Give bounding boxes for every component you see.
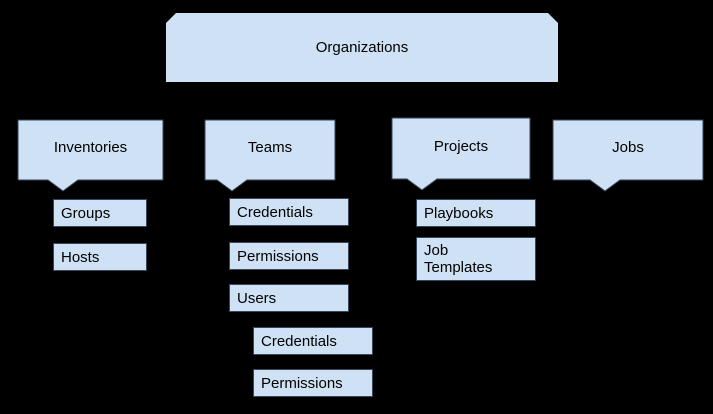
node-teams-credentials[interactable]: Credentials xyxy=(229,198,349,226)
node-hosts-label: Hosts xyxy=(61,248,100,266)
shape-projects xyxy=(391,117,531,191)
node-groups-label: Groups xyxy=(61,204,111,222)
node-inventories-label: Inventories xyxy=(53,139,128,156)
node-job-templates[interactable]: Job Templates xyxy=(416,237,536,281)
group-shapes xyxy=(17,117,704,192)
node-job-templates-label: Job Templates xyxy=(424,242,493,276)
node-teams[interactable]: Teams xyxy=(205,120,335,180)
node-organizations-label: Organizations xyxy=(315,39,409,56)
node-teams-permissions[interactable]: Permissions xyxy=(229,242,349,270)
node-playbooks[interactable]: Playbooks xyxy=(416,199,536,227)
node-jobs-label: Jobs xyxy=(612,139,644,156)
shape-inventories xyxy=(17,119,164,192)
node-teams-credentials-label: Credentials xyxy=(237,203,313,221)
node-groups[interactable]: Groups xyxy=(53,199,147,227)
node-hosts[interactable]: Hosts xyxy=(53,243,147,271)
node-teams-label: Teams xyxy=(247,139,293,156)
node-teams-users-label: Users xyxy=(237,289,277,307)
node-jobs[interactable]: Jobs xyxy=(553,120,703,180)
node-users-credentials[interactable]: Credentials xyxy=(253,327,373,355)
node-organizations[interactable]: Organizations xyxy=(166,13,558,82)
node-users-permissions[interactable]: Permissions xyxy=(253,369,373,397)
node-users-credentials-label: Credentials xyxy=(261,332,337,350)
node-inventories[interactable]: Inventories xyxy=(18,120,163,180)
node-playbooks-label: Playbooks xyxy=(424,204,494,222)
shape-teams xyxy=(204,119,336,192)
node-teams-permissions-label: Permissions xyxy=(237,247,319,265)
node-users-permissions-label: Permissions xyxy=(261,374,343,392)
shape-jobs xyxy=(552,119,704,192)
node-projects[interactable]: Projects xyxy=(392,118,530,179)
node-projects-label: Projects xyxy=(433,138,489,155)
node-teams-users[interactable]: Users xyxy=(229,284,349,312)
